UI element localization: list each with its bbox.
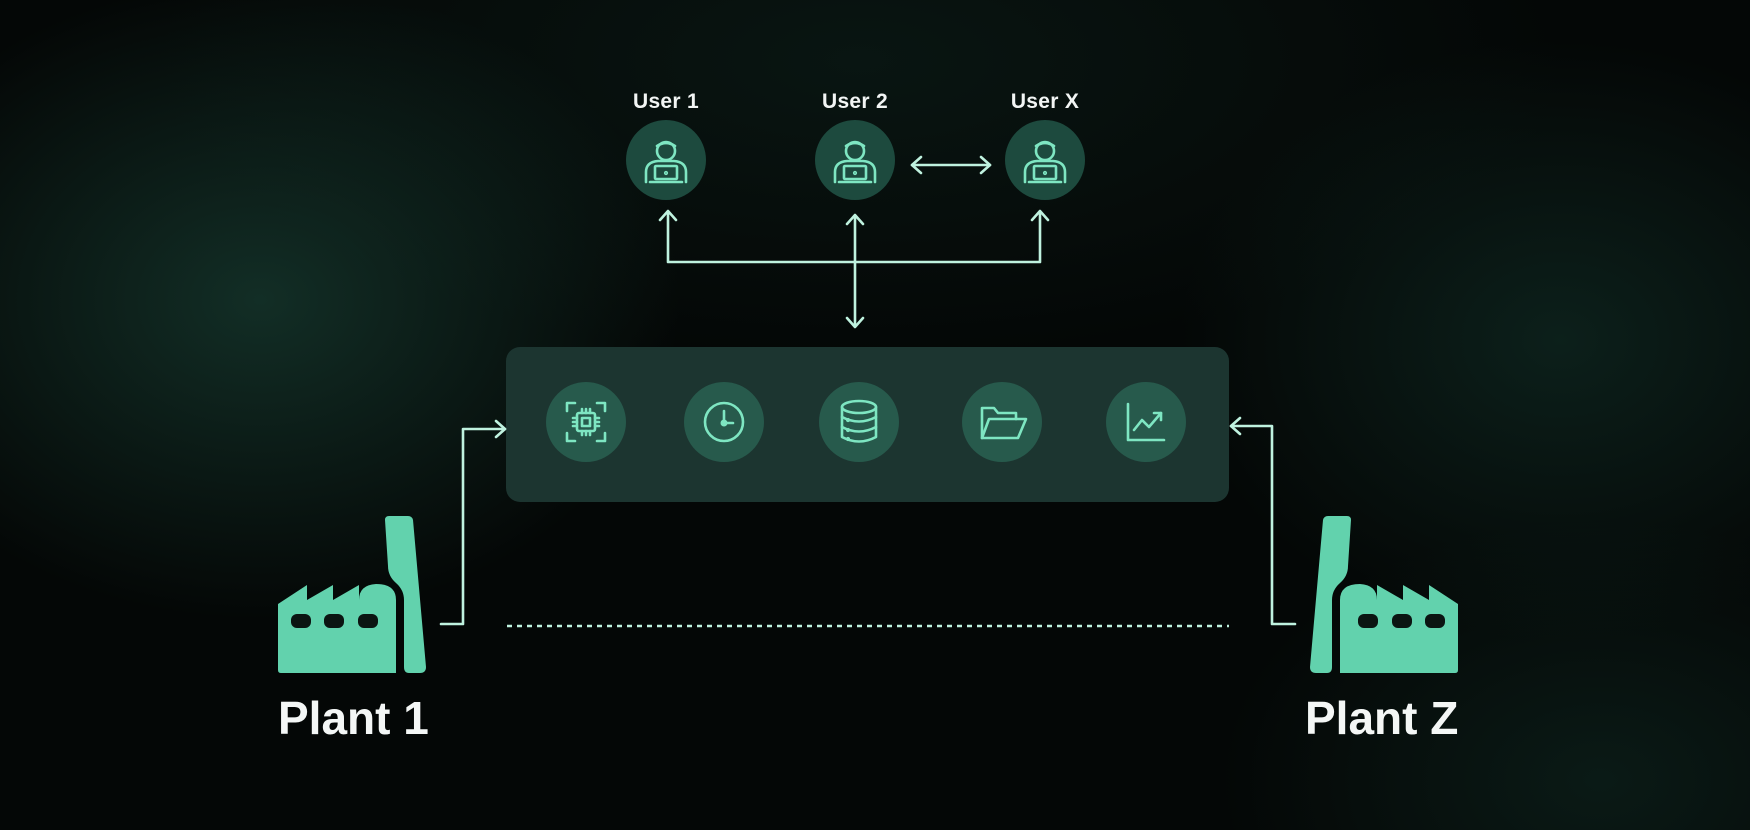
users-connector bbox=[658, 209, 1050, 329]
folder-icon bbox=[980, 406, 1028, 440]
database-icon-node bbox=[819, 382, 899, 462]
user-laptop-icon bbox=[1023, 140, 1067, 184]
user-x-label: User X bbox=[1011, 90, 1079, 113]
plant-1-connector bbox=[439, 419, 507, 626]
chip-icon-node bbox=[546, 382, 626, 462]
user-1-label: User 1 bbox=[633, 90, 699, 113]
plant-z-factory-icon bbox=[1310, 516, 1458, 673]
user-laptop-icon bbox=[833, 140, 877, 184]
user-x-node bbox=[1005, 120, 1085, 200]
database-icon bbox=[840, 399, 878, 443]
user2-userx-bidirectional-arrow bbox=[910, 155, 992, 175]
plant-z-connector bbox=[1229, 416, 1297, 626]
chart-icon-node bbox=[1106, 382, 1186, 462]
chip-icon bbox=[565, 401, 607, 443]
plant-z-label: Plant Z bbox=[1305, 692, 1458, 744]
clock-icon bbox=[703, 401, 745, 443]
clock-icon-node bbox=[684, 382, 764, 462]
user-2-node bbox=[815, 120, 895, 200]
chart-icon bbox=[1126, 402, 1166, 442]
folder-icon-node bbox=[962, 382, 1042, 462]
user-1-node bbox=[626, 120, 706, 200]
plant-1-label: Plant 1 bbox=[278, 692, 429, 744]
user-laptop-icon bbox=[644, 140, 688, 184]
user-2-label: User 2 bbox=[822, 90, 888, 113]
plant-1-factory-icon bbox=[278, 516, 426, 673]
